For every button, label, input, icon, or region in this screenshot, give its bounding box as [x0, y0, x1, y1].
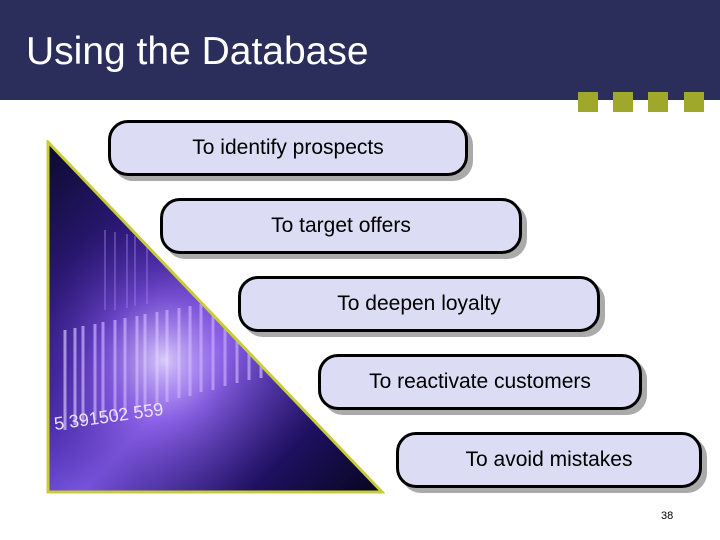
title-bar: Using the Database [0, 0, 720, 100]
decorative-square [613, 92, 633, 112]
pill-label: To deepen loyalty [337, 292, 501, 315]
pill-target-offers: To target offers [160, 198, 522, 254]
decorative-square [684, 92, 704, 112]
pill-deepen-loyalty: To deepen loyalty [238, 276, 600, 332]
pill-label: To avoid mistakes [465, 448, 633, 471]
pill-label: To reactivate customers [369, 370, 591, 393]
pill-label: To identify prospects [192, 136, 384, 159]
pill-identify-prospects: To identify prospects [108, 120, 468, 176]
decorative-square [578, 92, 598, 112]
page-number: 38 [661, 510, 674, 522]
pill-reactivate-customers: To reactivate customers [318, 354, 642, 410]
decorative-square [648, 92, 668, 112]
slide-title: Using the Database [26, 30, 369, 73]
pill-avoid-mistakes: To avoid mistakes [396, 432, 702, 488]
pill-label: To target offers [271, 214, 411, 237]
